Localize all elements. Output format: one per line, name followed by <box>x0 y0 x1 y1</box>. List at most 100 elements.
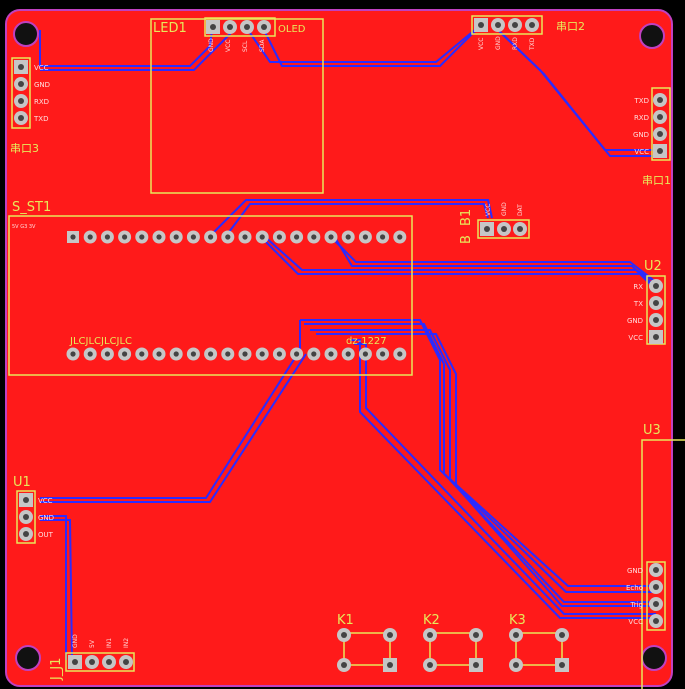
pin-hole <box>345 234 351 240</box>
pin-hole <box>259 351 265 357</box>
mount-hole <box>16 646 40 670</box>
mount-hole <box>640 24 664 48</box>
pin-hole <box>311 351 317 357</box>
u2-pin-label: RX <box>633 283 643 291</box>
u2-pin-label: TX <box>633 300 643 308</box>
j-j1-pin-label: 5V <box>89 639 96 648</box>
b1-pin-label: DAT <box>517 204 524 216</box>
uart3-ref: 串口3 <box>10 142 39 155</box>
pin-hole <box>345 351 351 357</box>
board-outline <box>5 9 673 687</box>
b1-pin-label: GND <box>501 202 508 216</box>
pin-hole <box>87 351 93 357</box>
k1-ref: K1 <box>337 613 354 628</box>
pin-hole <box>362 234 368 240</box>
mount-hole <box>14 22 38 46</box>
pin-hole <box>311 234 317 240</box>
uart1-pins <box>653 93 667 158</box>
uart2-pin-label: TXD <box>529 37 536 51</box>
pin-hole <box>225 351 231 357</box>
j-j1-ref: J_J1 <box>49 658 64 681</box>
u3-pin-label: GND <box>627 567 643 575</box>
uart3-pins <box>14 60 28 125</box>
pin-hole <box>104 234 110 240</box>
pin-hole <box>190 351 196 357</box>
pin-hole <box>122 351 128 357</box>
k2-ref: K2 <box>423 613 440 628</box>
u2-ref: U2 <box>644 259 662 274</box>
pin-hole <box>397 351 403 357</box>
s-st1-part: dz-1227 <box>346 336 387 347</box>
s-st1-silk: JLCJLCJLCJLC <box>69 336 132 347</box>
s-st1-bottom-row <box>66 347 407 361</box>
pin-hole <box>139 351 145 357</box>
b1-pin-label: VCC <box>485 204 492 216</box>
pin-hole <box>380 351 386 357</box>
pin-hole <box>380 234 386 240</box>
led1-name: OLED <box>278 24 306 35</box>
k1-switch: K1 <box>337 613 397 672</box>
pin-hole <box>328 234 334 240</box>
k3-ref: K3 <box>509 613 526 628</box>
pin-hole <box>70 351 76 357</box>
u3-outline <box>641 439 685 689</box>
u1-ref: U1 <box>13 475 31 490</box>
b1-pins <box>480 222 527 236</box>
pin-hole <box>225 234 231 240</box>
u3-pin-label: Echo <box>626 584 643 592</box>
pin-hole <box>156 351 162 357</box>
pin-hole <box>87 234 93 240</box>
pin-hole <box>276 234 282 240</box>
uart2-pins <box>474 18 539 32</box>
u3-ref: U3 <box>643 423 661 438</box>
u1-pin-label: OUT <box>38 531 54 539</box>
uart2-pin-label: VCC <box>478 38 485 50</box>
pin-hole <box>70 234 76 240</box>
uart3-pin-label: RXD <box>34 98 49 106</box>
u2-pins <box>649 279 663 344</box>
j-j1-pins <box>68 655 133 669</box>
s-st1-ref: S_ST1 <box>12 200 51 215</box>
led1-pin-label: SDA <box>259 39 266 52</box>
s-st1-top-row <box>67 230 407 244</box>
pin-hole <box>104 351 110 357</box>
uart1-ref: 串口1 <box>642 174 671 187</box>
uart1-pin-label: GND <box>633 131 649 139</box>
pin-hole <box>208 351 214 357</box>
pin-hole <box>190 234 196 240</box>
u1-pins <box>19 493 33 541</box>
uart2-ref: 串口2 <box>556 20 585 33</box>
pin-hole <box>139 234 145 240</box>
u2-pin-label: GND <box>627 317 643 325</box>
uart1-pin-label: RXD <box>634 114 649 122</box>
led1-outline <box>150 18 324 194</box>
mount-hole <box>642 646 666 670</box>
uart2-pin-label: RXD <box>512 37 519 50</box>
led1-pins <box>206 20 271 34</box>
pin-hole <box>259 234 265 240</box>
uart3-pin-label: GND <box>34 81 50 89</box>
j-j1-pin-label: IN1 <box>106 638 113 648</box>
s-st1-top-label: 5V G3 3V <box>12 224 36 230</box>
u2-pin-label: VCC <box>628 334 643 342</box>
uart3-pin-label: VCC <box>34 64 49 72</box>
uart1-pin-label: VCC <box>634 148 649 156</box>
pin-hole <box>242 234 248 240</box>
pin-hole <box>173 351 179 357</box>
traces <box>39 23 660 661</box>
uart3-pin-label: TXD <box>33 115 48 123</box>
led1-ref: LED1 <box>153 21 187 36</box>
j-j1-pin-label: IN2 <box>123 638 130 648</box>
pin-hole <box>397 234 403 240</box>
pin-hole <box>122 234 128 240</box>
uart2-pin-label: GND <box>495 36 502 50</box>
k3-switch: K3 <box>509 613 569 672</box>
s-st1-outline <box>8 215 413 376</box>
u3-pin-label: VCC <box>628 618 643 626</box>
k2-switch: K2 <box>423 613 483 672</box>
u1-pin-label: VCC <box>38 497 53 505</box>
u3-pins <box>649 563 663 628</box>
led1-pin-label: GND <box>208 38 215 52</box>
